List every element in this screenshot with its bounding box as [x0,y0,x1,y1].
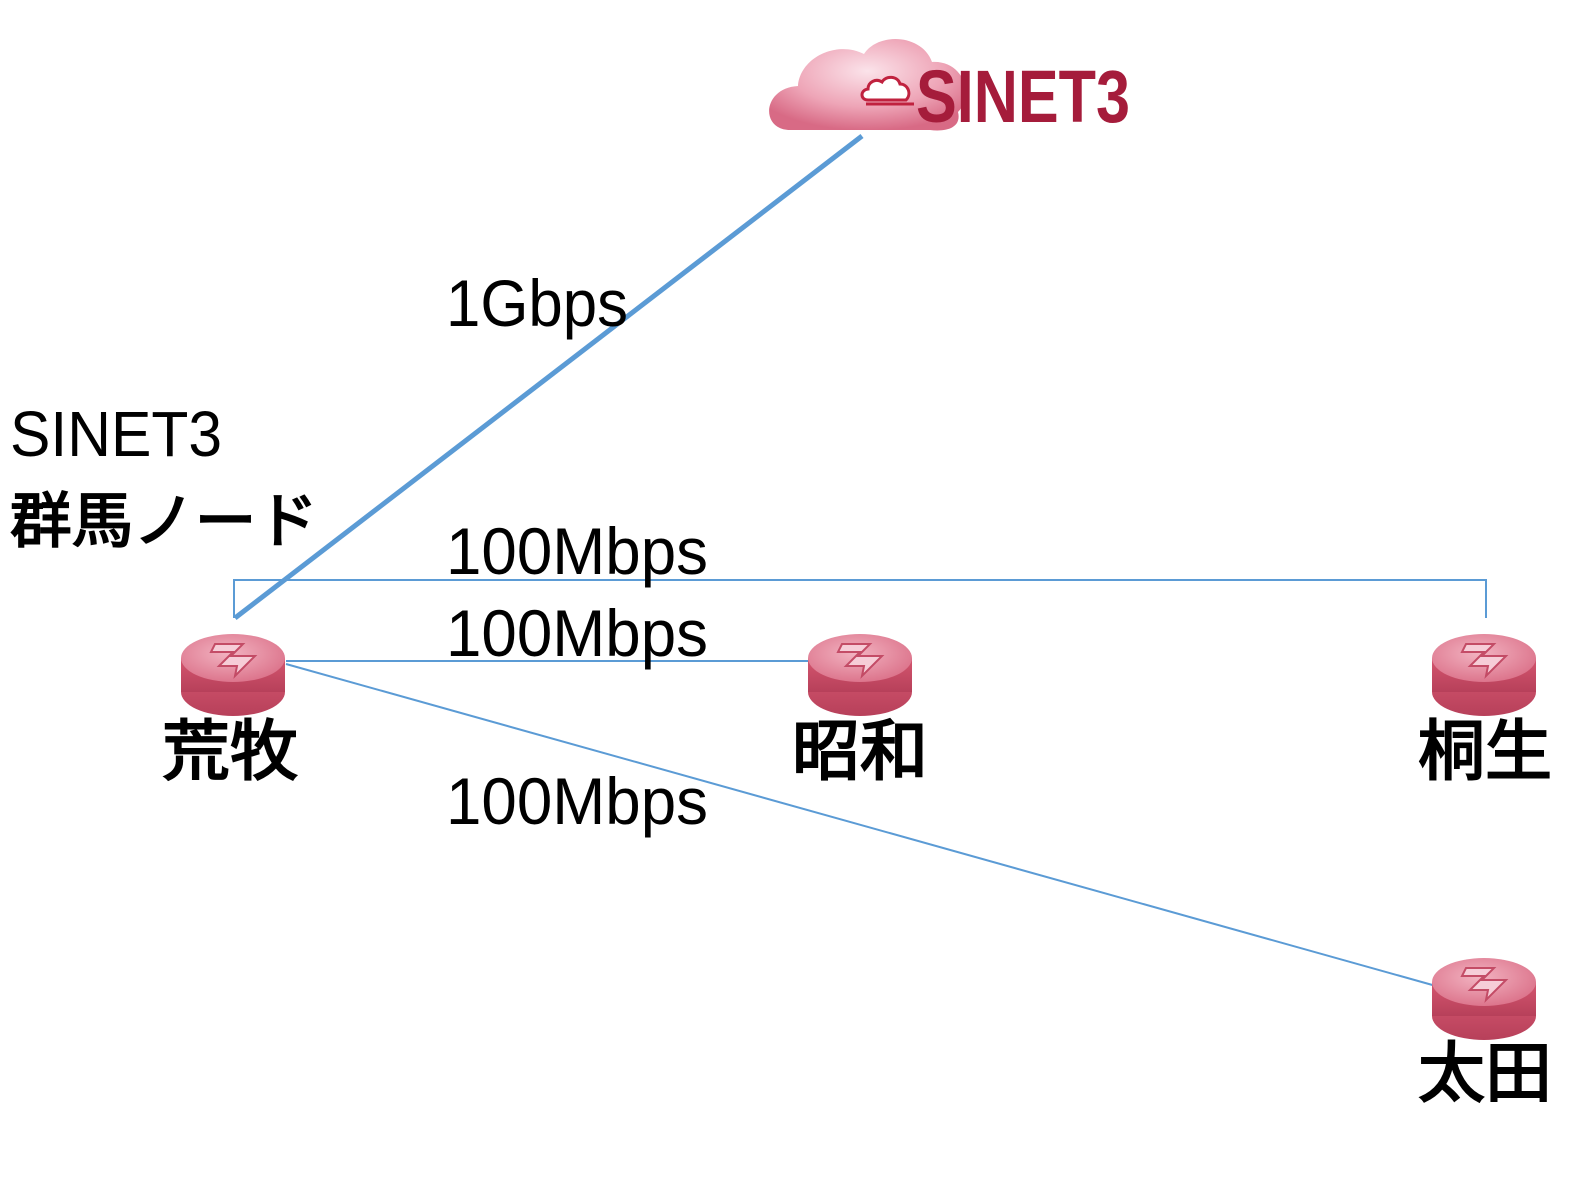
router-icon-kiryu [1431,633,1537,717]
uplink-line [233,134,864,620]
cloud-icon [769,39,966,131]
uplink-speed-label: 1Gbps [446,266,628,340]
link-line-kiryu [233,579,1487,618]
node-site-label-line1: SINET3 [10,398,222,470]
node-label-ota: 太田 [1418,1035,1552,1112]
cloud-title: SINET3 [916,55,1130,138]
node-label-showa: 昭和 [792,713,928,790]
node-site-label-line2: 群馬ノード [10,487,318,557]
router-icon-showa [807,633,913,717]
small-cloud-icon [860,75,914,106]
node-label-aramaki: 荒牧 [162,713,299,790]
router-icon-ota [1431,957,1537,1041]
showa-speed-label: 100Mbps [446,596,708,670]
router-icon-aramaki [180,633,286,717]
kiryu-speed-label: 100Mbps [446,514,708,588]
link-line-ota [285,663,1437,987]
node-label-kiryu: 桐生 [1418,713,1552,790]
ota-speed-label: 100Mbps [446,764,708,838]
